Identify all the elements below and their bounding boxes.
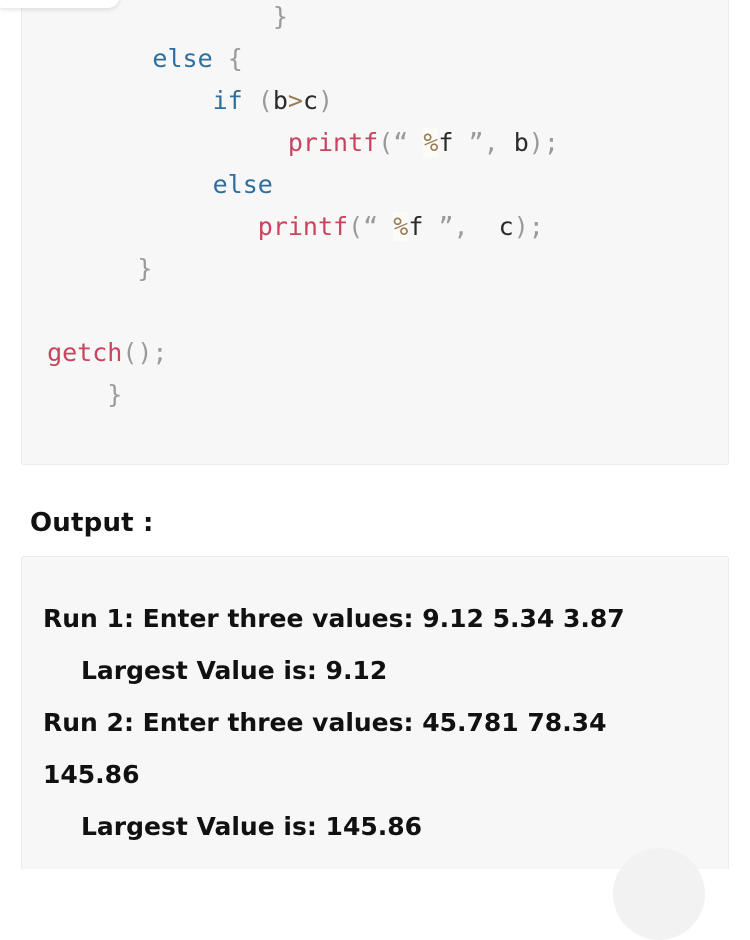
code-token-plain (32, 212, 258, 241)
code-token-punc: ); (513, 212, 544, 241)
output-lines: Run 1: Enter three values: 9.12 5.34 3.8… (43, 593, 703, 853)
output-block: Run 1: Enter three values: 9.12 5.34 3.8… (21, 556, 729, 869)
code-line: getch(); (32, 332, 559, 374)
output-line: Run 1: Enter three values: 9.12 5.34 3.8… (43, 604, 625, 633)
code-token-punc: ( (348, 212, 364, 241)
output-heading: Output : (30, 508, 154, 538)
code-token-plain: b (513, 128, 529, 157)
code-token-plain (243, 86, 258, 115)
code-block: } else { if (b>c) printf(“ %f ”, b); els… (21, 0, 729, 465)
code-line (32, 290, 559, 332)
code-token-plain: f (438, 128, 454, 157)
code-token-plain (32, 338, 47, 367)
code-token-punc: } (107, 380, 123, 409)
code-token-kw: if (212, 86, 243, 115)
code-token-kw: else (212, 170, 273, 199)
code-token-pct: % (423, 128, 439, 157)
code-token-str: “ (393, 128, 424, 157)
code-line: else { (32, 38, 559, 80)
code-token-plain (32, 44, 152, 73)
code-token-str: “ (363, 212, 394, 241)
page-scroll-container[interactable]: } else { if (b>c) printf(“ %f ”, b); els… (0, 0, 750, 869)
code-token-str: ” (423, 212, 454, 241)
code-token-plain (32, 380, 107, 409)
code-token-punc: } (272, 2, 288, 31)
code-token-plain (32, 170, 213, 199)
code-token-pct: % (393, 212, 409, 241)
code-line: } (32, 0, 559, 38)
code-token-punc: ) (318, 86, 334, 115)
code-line: printf(“ %f ”, b); (32, 122, 559, 164)
code-token-fn: printf (287, 128, 379, 157)
code-token-punc: (); (122, 338, 168, 367)
code-token-plain (32, 254, 137, 283)
code-token-punc: ( (378, 128, 394, 157)
code-line: } (32, 374, 559, 416)
code-line: printf(“ %f ”, c); (32, 206, 559, 248)
code-token-punc: , (453, 212, 469, 241)
code-token-plain (213, 44, 228, 73)
code-token-op: > (287, 86, 303, 115)
code-token-plain: b (272, 86, 288, 115)
top-floating-card[interactable] (0, 0, 120, 8)
code-token-punc: , (483, 128, 499, 157)
code-token-str: ” (453, 128, 484, 157)
code-token-plain (32, 86, 213, 115)
code-token-plain: c (498, 212, 514, 241)
floating-action-button[interactable] (613, 848, 705, 940)
code-token-punc: ); (528, 128, 559, 157)
code-token-plain: f (408, 212, 424, 241)
code-line: else (32, 164, 559, 206)
code-token-fn: getch (47, 338, 123, 367)
code-token-plain: c (302, 86, 319, 115)
output-line: Largest Value is: 145.86 (81, 812, 423, 841)
output-line: Run 2: Enter three values: 45.781 78.34 … (43, 708, 616, 789)
code-lines: } else { if (b>c) printf(“ %f ”, b); els… (32, 0, 559, 416)
code-token-plain (469, 212, 499, 241)
code-token-plain (499, 128, 514, 157)
code-token-fn: printf (257, 212, 349, 241)
code-line: if (b>c) (32, 80, 559, 122)
output-line: Largest Value is: 9.12 (81, 656, 388, 685)
code-token-kw: else (152, 44, 213, 73)
code-token-punc: ( (257, 86, 273, 115)
code-token-punc: { (227, 44, 243, 73)
code-token-punc: } (137, 254, 153, 283)
code-token-plain (32, 128, 288, 157)
code-line: } (32, 248, 559, 290)
